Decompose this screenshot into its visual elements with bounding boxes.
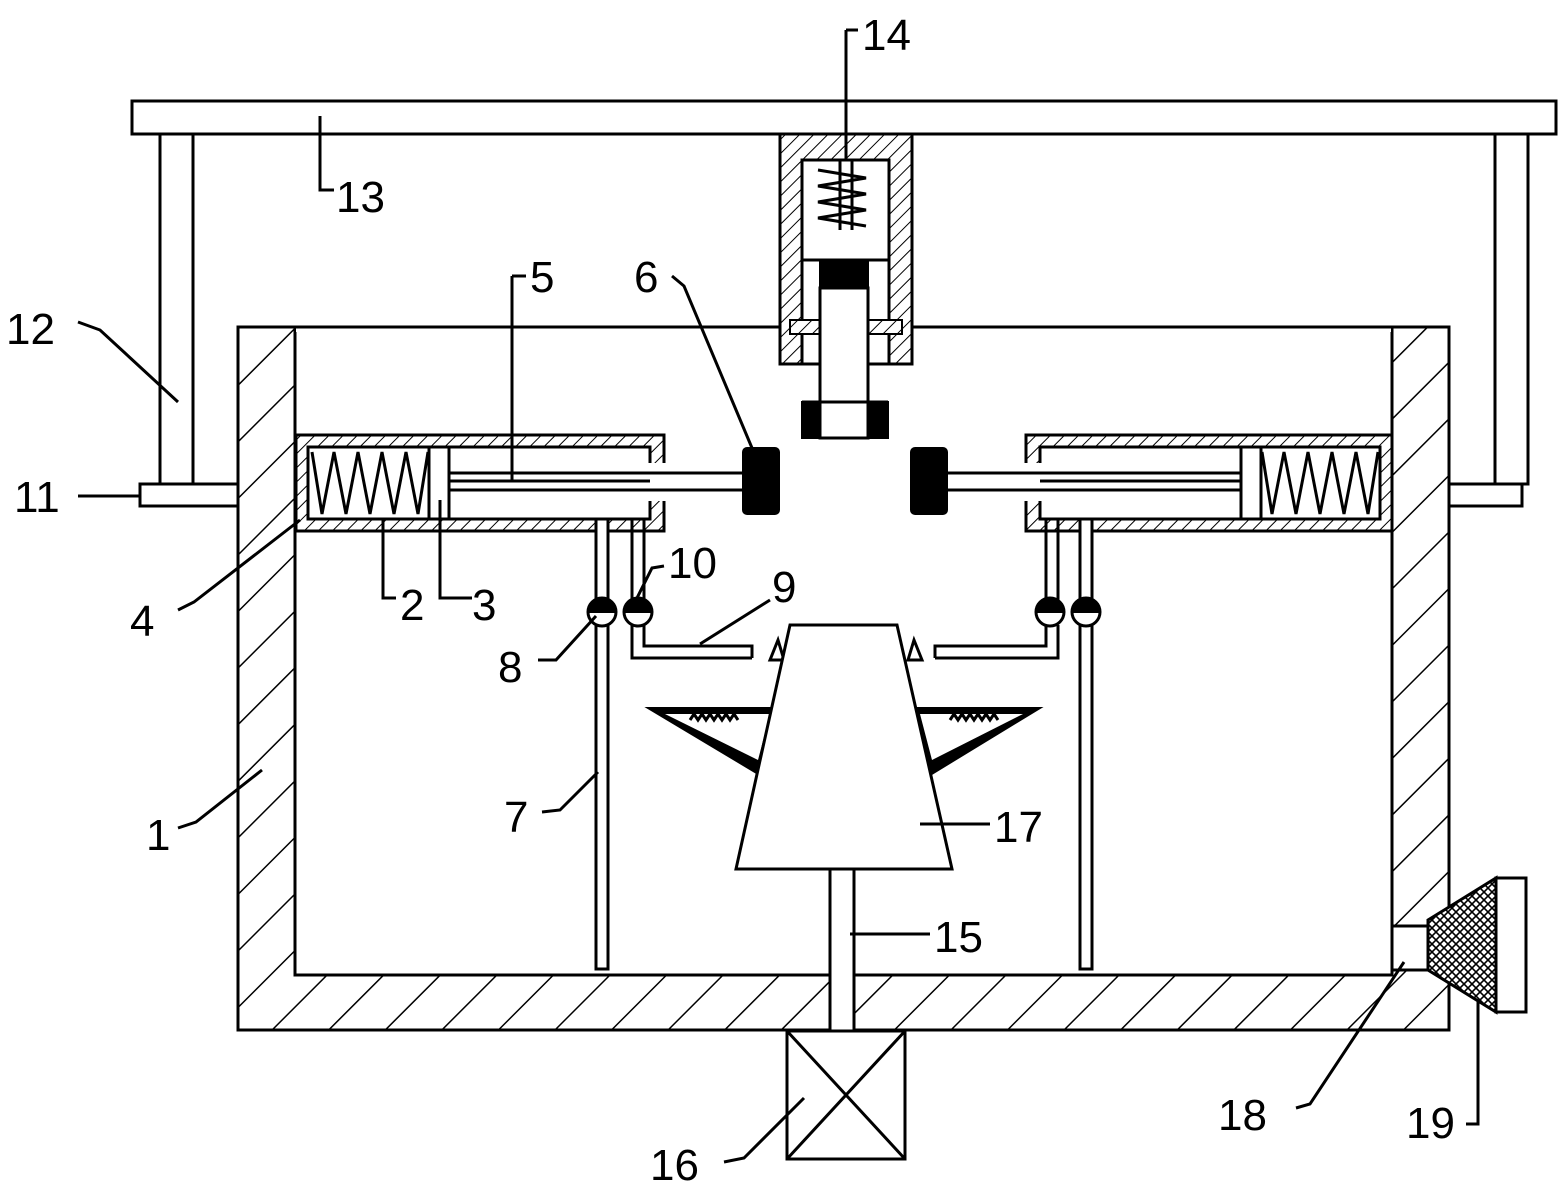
clamp-pads (742, 447, 948, 515)
label-4: 4 (130, 597, 154, 646)
label-15: 15 (934, 913, 983, 962)
right-pipes (933, 517, 1102, 971)
label-6: 6 (634, 253, 658, 302)
labels: 1 2 3 4 5 6 7 8 9 10 11 12 13 14 15 16 1… (6, 11, 1455, 1190)
label-7: 7 (504, 793, 528, 842)
label-12: 12 (6, 305, 55, 354)
label-8: 8 (498, 643, 522, 692)
outlet (1390, 924, 1430, 972)
motor (785, 1029, 907, 1161)
top-frame (130, 99, 1558, 486)
right-cylinder (944, 433, 1394, 533)
label-5: 5 (530, 253, 554, 302)
label-2: 2 (400, 581, 424, 630)
left-cylinder (294, 433, 746, 533)
nozzles (767, 635, 925, 662)
guide-plates (644, 707, 1044, 777)
label-10: 10 (668, 539, 717, 588)
press-device (778, 132, 914, 440)
filter (1426, 875, 1528, 1015)
label-3: 3 (472, 581, 496, 630)
drum (734, 623, 954, 871)
label-16: 16 (650, 1141, 699, 1190)
label-11: 11 (14, 473, 60, 522)
label-9: 9 (772, 563, 796, 612)
label-14: 14 (862, 11, 911, 60)
label-13: 13 (336, 173, 385, 222)
leader-lines (77, 28, 1480, 1164)
label-19: 19 (1406, 1099, 1455, 1148)
label-17: 17 (994, 803, 1043, 852)
label-18: 18 (1218, 1091, 1267, 1140)
shaft (828, 867, 856, 1033)
mounting-plates (138, 482, 1524, 508)
left-pipes (586, 517, 754, 971)
label-1: 1 (146, 811, 170, 860)
